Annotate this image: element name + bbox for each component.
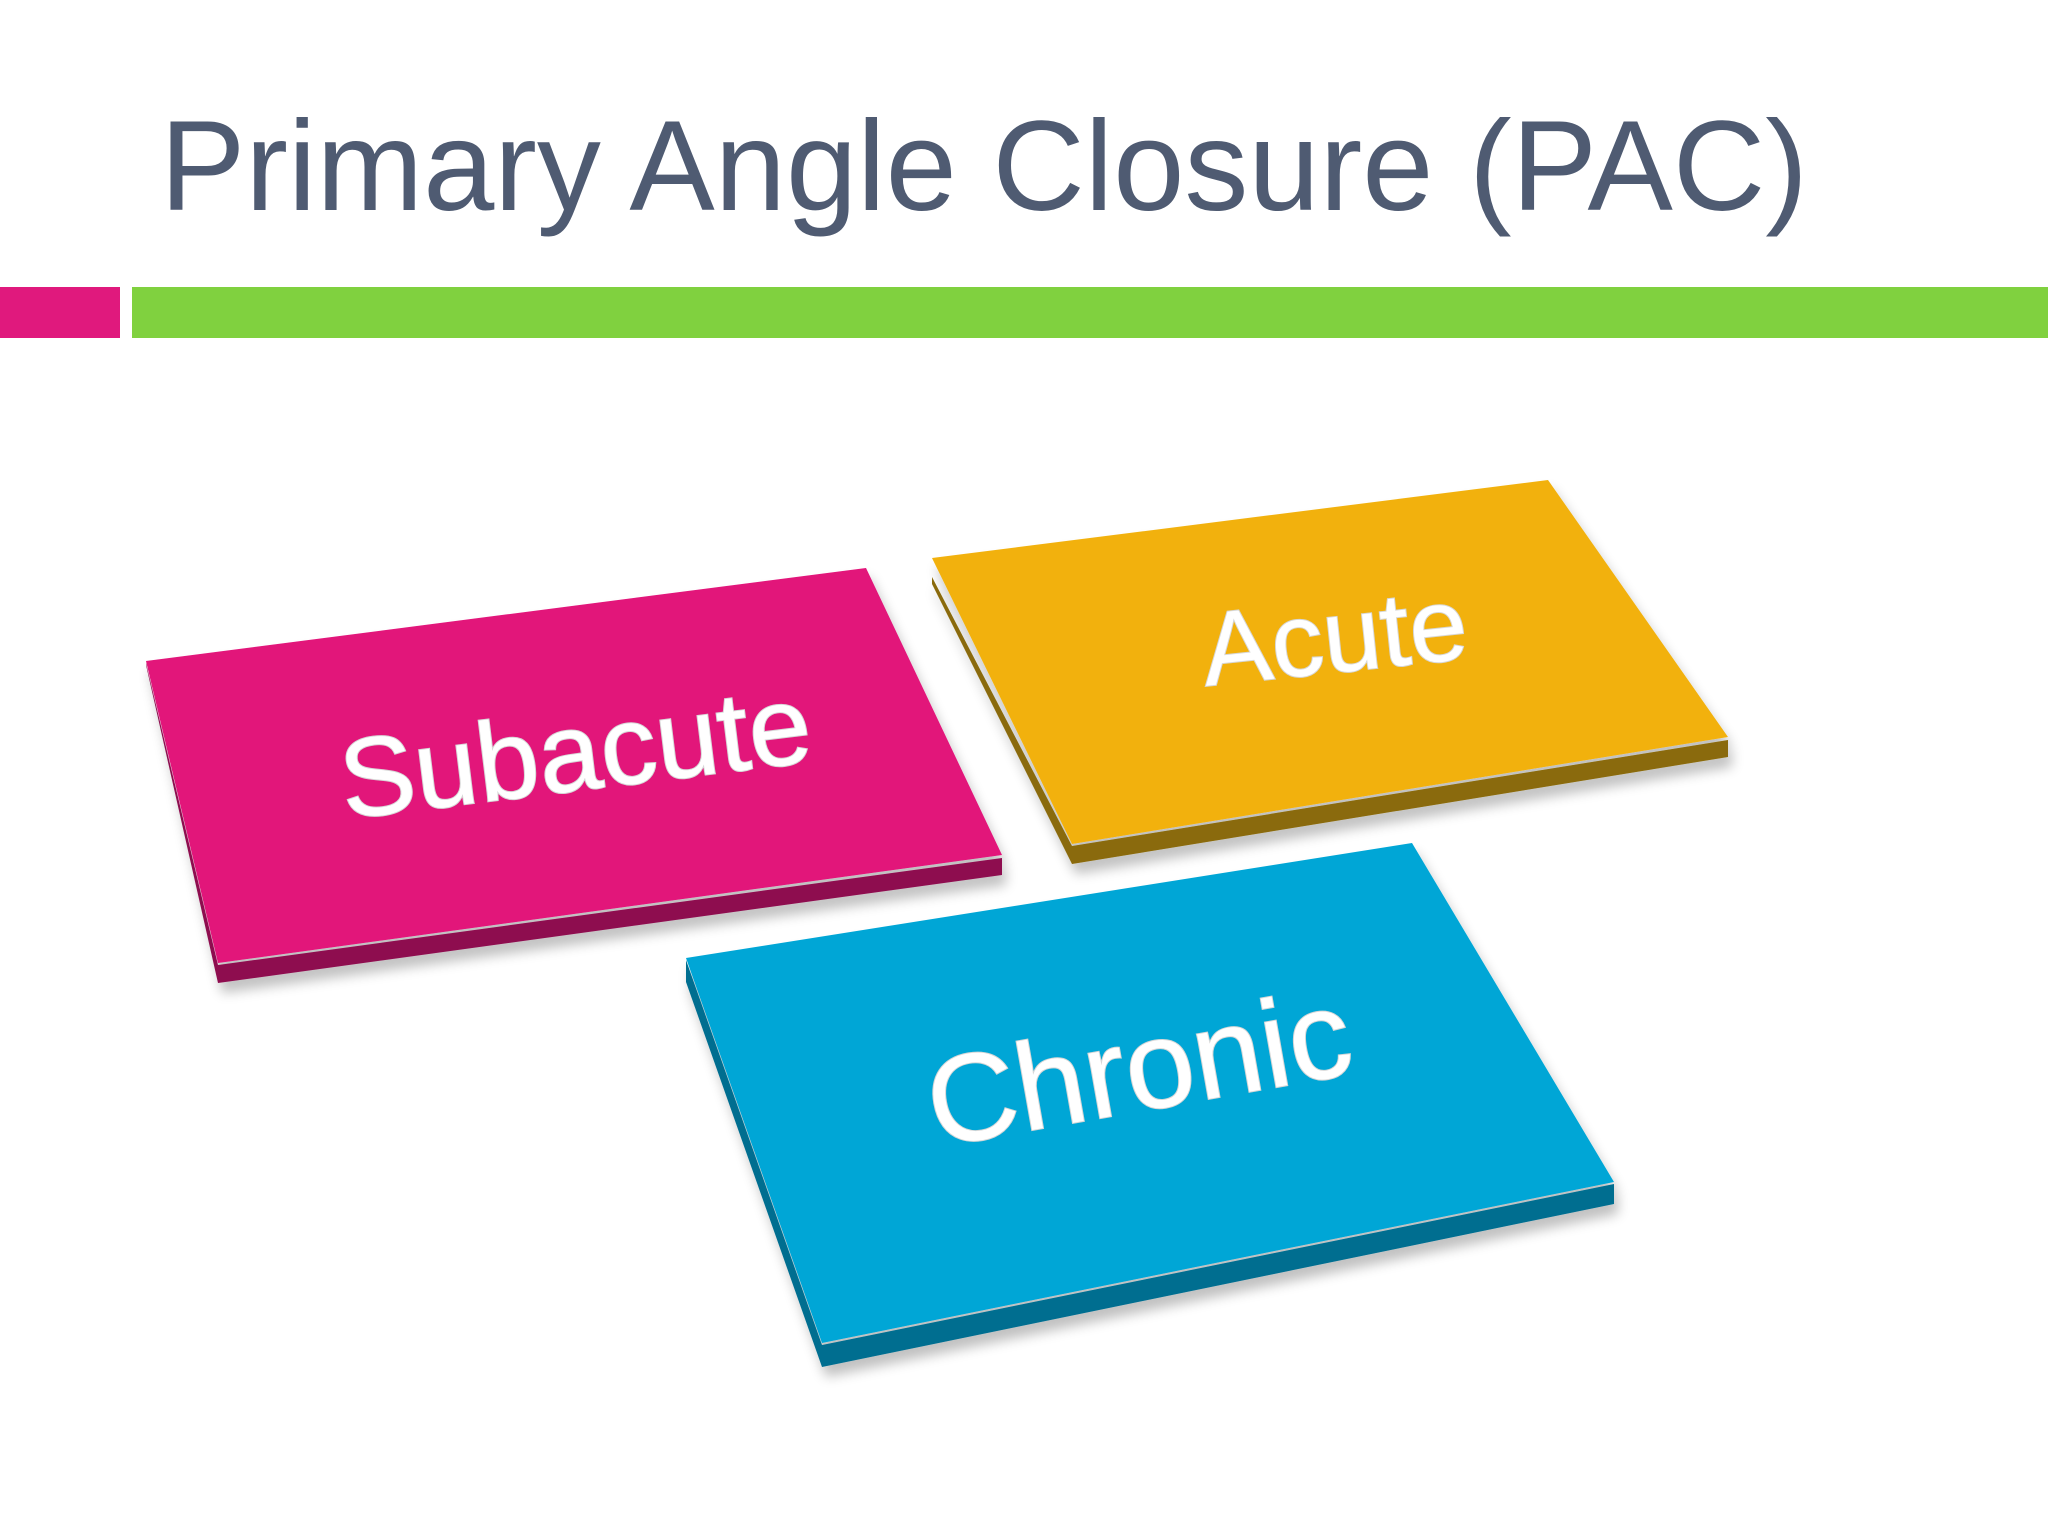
tile-chronic-top (686, 843, 1614, 1343)
tile-subacute-top (146, 568, 1002, 963)
slide-title: Primary Angle Closure (PAC) (160, 95, 1808, 238)
tile-subacute: Subacute (146, 568, 1002, 983)
tile-subacute-side (146, 663, 1002, 983)
tile-acute: Acute (932, 480, 1728, 864)
tile-chronic-side (686, 960, 1614, 1367)
tile-acute-side (932, 577, 1728, 864)
tile-chronic: Chronic (686, 843, 1614, 1367)
tile-acute-top (932, 480, 1728, 844)
accent-bar-pink (0, 287, 120, 338)
tile-acute-label: Acute (1196, 566, 1473, 709)
accent-bar-green (132, 287, 2048, 338)
